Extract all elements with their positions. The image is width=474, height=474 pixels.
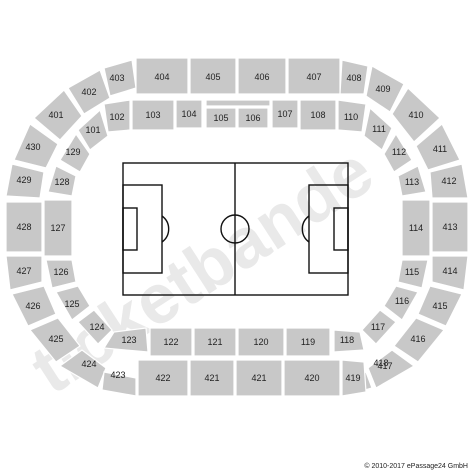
section-107[interactable] xyxy=(271,99,299,129)
section-103[interactable] xyxy=(131,99,175,131)
section-106[interactable] xyxy=(237,107,269,129)
right-goal-area xyxy=(333,207,349,251)
section-420[interactable] xyxy=(283,359,341,397)
left-penalty-arc xyxy=(161,215,170,243)
section-405[interactable] xyxy=(189,57,237,95)
section-122[interactable] xyxy=(149,327,193,357)
section-110[interactable] xyxy=(337,99,367,133)
section-402[interactable] xyxy=(67,69,111,115)
section-430[interactable] xyxy=(13,123,59,169)
section-416[interactable] xyxy=(393,317,445,363)
section-120[interactable] xyxy=(237,327,285,357)
section-118[interactable] xyxy=(333,329,365,353)
section-116[interactable] xyxy=(383,285,419,321)
section-421-right[interactable] xyxy=(235,359,283,397)
section-415[interactable] xyxy=(417,285,463,327)
section-117[interactable] xyxy=(361,309,397,345)
section-406[interactable] xyxy=(237,57,287,95)
section-124[interactable] xyxy=(77,309,113,345)
section-112[interactable] xyxy=(383,132,413,173)
section-119[interactable] xyxy=(285,327,331,357)
section-111[interactable] xyxy=(363,106,393,151)
section-422[interactable] xyxy=(137,359,189,397)
section-410[interactable] xyxy=(391,87,441,143)
section-113[interactable] xyxy=(397,165,427,197)
section-401[interactable] xyxy=(33,89,83,141)
section-123[interactable] xyxy=(102,327,149,353)
section-428[interactable] xyxy=(5,201,43,253)
section-403[interactable] xyxy=(103,59,137,97)
section-423[interactable] xyxy=(101,371,137,397)
section-105[interactable] xyxy=(205,107,237,129)
section-421-left[interactable] xyxy=(189,359,235,397)
section-box-strip xyxy=(205,99,271,107)
section-427[interactable] xyxy=(5,255,43,291)
section-424[interactable] xyxy=(58,349,107,389)
section-411[interactable] xyxy=(415,123,461,171)
section-425[interactable] xyxy=(29,317,81,363)
section-409[interactable] xyxy=(365,65,405,113)
section-129[interactable] xyxy=(59,132,91,173)
section-128[interactable] xyxy=(47,165,77,197)
section-108[interactable] xyxy=(299,99,337,131)
section-419[interactable] xyxy=(341,359,367,397)
section-121[interactable] xyxy=(193,327,237,357)
copyright-notice: © 2010-2017 ePassage24 GmbH xyxy=(364,462,468,470)
section-414[interactable] xyxy=(431,255,469,291)
section-417[interactable] xyxy=(367,349,416,389)
section-413[interactable] xyxy=(431,201,469,253)
section-101[interactable] xyxy=(77,108,109,151)
section-404[interactable] xyxy=(135,57,189,95)
right-penalty-arc xyxy=(301,215,310,243)
section-125[interactable] xyxy=(55,285,91,321)
centre-circle xyxy=(220,214,250,244)
left-goal-area xyxy=(122,207,138,251)
section-407[interactable] xyxy=(287,57,341,95)
football-pitch xyxy=(122,162,349,296)
section-429[interactable] xyxy=(5,163,45,199)
section-104[interactable] xyxy=(175,99,203,129)
section-127[interactable] xyxy=(43,199,73,257)
section-102[interactable] xyxy=(103,99,131,133)
section-412[interactable] xyxy=(429,163,469,199)
section-114[interactable] xyxy=(401,199,431,257)
section-115[interactable] xyxy=(397,259,429,289)
section-426[interactable] xyxy=(11,285,57,327)
section-126[interactable] xyxy=(45,259,77,289)
section-408[interactable] xyxy=(339,59,369,95)
